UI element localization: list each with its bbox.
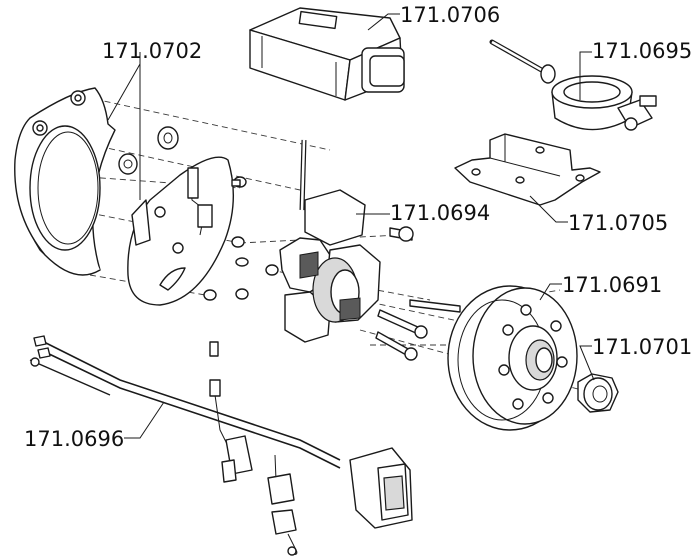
leader-lines: [107, 13, 595, 439]
ignition-coil: [489, 39, 657, 131]
label-coil: 171.0695: [592, 39, 692, 63]
spacers: [118, 126, 179, 175]
label-base-plate: 171.0702: [102, 39, 202, 63]
trigger-plate: [127, 156, 234, 306]
label-harness: 171.0696: [24, 427, 124, 451]
mounting-bracket: [454, 133, 601, 206]
stator: [279, 139, 381, 343]
ecu-unit: [249, 7, 405, 101]
label-nut: 171.0701: [592, 335, 692, 359]
stator-bolts: [375, 226, 461, 361]
flywheel-nut: [577, 373, 619, 413]
part-labels: 171.0706 171.0702 171.0695 171.0705 171.…: [24, 3, 692, 451]
label-flywheel: 171.0691: [562, 273, 662, 297]
label-stator: 171.0694: [390, 201, 490, 225]
wiring-harness: [29, 335, 413, 556]
flywheel: [447, 285, 578, 431]
label-ecu: 171.0706: [400, 3, 500, 27]
label-bracket: 171.0705: [568, 211, 668, 235]
base-plate: [14, 87, 116, 276]
screws-left: [203, 176, 279, 301]
